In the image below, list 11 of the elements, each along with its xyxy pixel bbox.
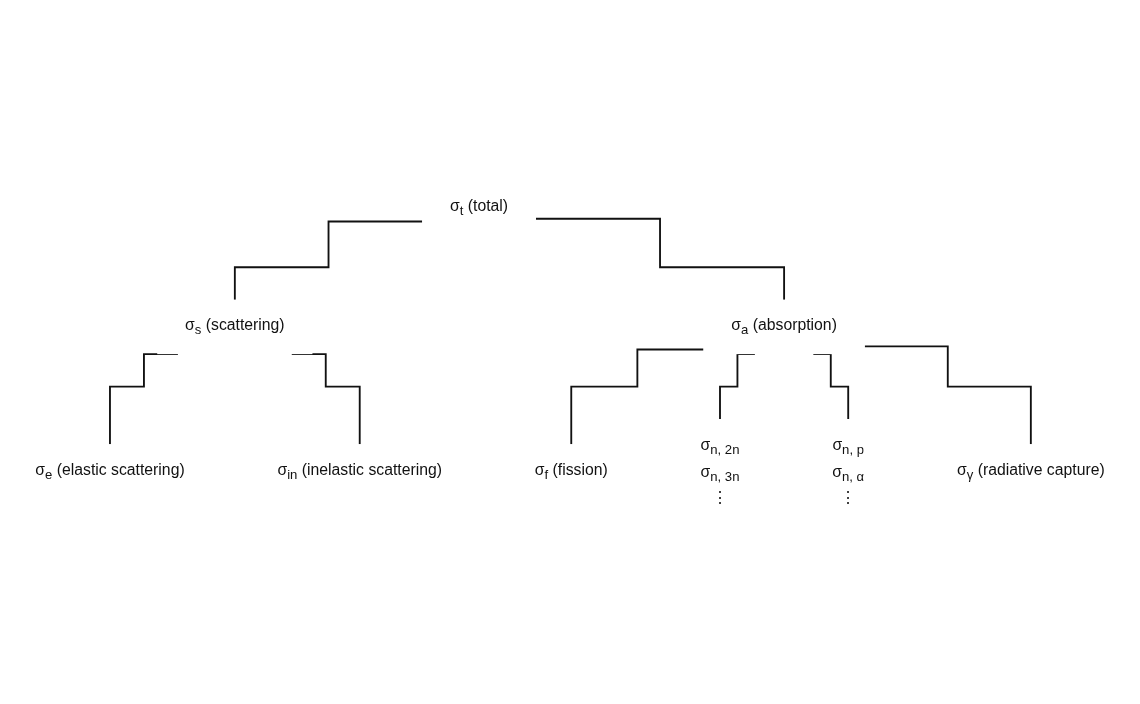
node-text: σ$_{t}$ (total) bbox=[450, 197, 509, 218]
node-text: σ$_{e}$ (elastic scattering) bbox=[35, 460, 185, 482]
connector bbox=[863, 345, 1032, 446]
node-text: σ$_{γ}$ (radiative capture) bbox=[956, 460, 1105, 482]
node-text: σ$_{n, p}$ σ$_{n, α}$ ⋮ bbox=[832, 435, 865, 507]
connector bbox=[570, 348, 705, 446]
node-text: σ$_{f}$ (fission) bbox=[534, 460, 608, 482]
node-text: σ$_{n, 2n}$ σ$_{n, 3n}$ ⋮ bbox=[700, 435, 740, 507]
connector bbox=[535, 217, 786, 301]
connector bbox=[233, 220, 424, 301]
node-text: σ$_{in}$ (inelastic scattering) bbox=[277, 460, 443, 482]
